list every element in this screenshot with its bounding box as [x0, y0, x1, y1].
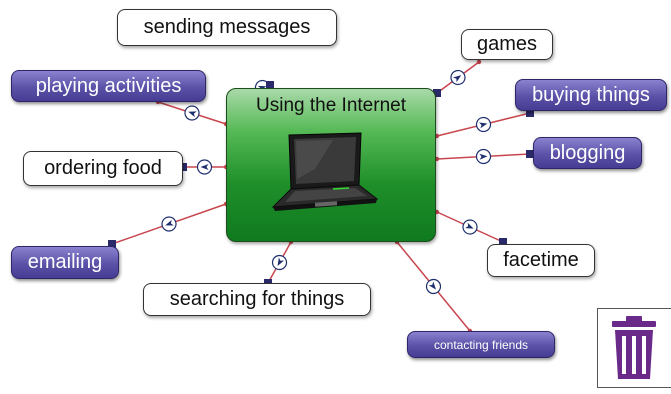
arrow-circle-icon[interactable]: [475, 116, 492, 133]
arrow-circle-icon[interactable]: [475, 148, 492, 165]
node-games[interactable]: games: [461, 29, 553, 60]
trash-button[interactable]: [597, 308, 671, 388]
arrow-circle-icon[interactable]: [270, 253, 289, 272]
link-endpoint: [476, 59, 482, 65]
arrow-circle-icon[interactable]: [183, 104, 201, 122]
link-handle[interactable]: [108, 240, 116, 248]
node-playing-activities[interactable]: playing activities: [11, 70, 206, 102]
link-handle[interactable]: [266, 81, 274, 89]
arrow-circle-icon[interactable]: [196, 159, 213, 175]
node-contacting-friends[interactable]: contacting friends: [407, 331, 555, 358]
arrow-circle-icon[interactable]: [461, 218, 480, 237]
link-handle[interactable]: [526, 109, 534, 117]
central-topic[interactable]: Using the Internet: [226, 88, 436, 242]
node-sending-messages[interactable]: sending messages: [117, 9, 337, 46]
arrow-circle-icon[interactable]: [160, 215, 178, 233]
laptop-icon: [271, 132, 379, 211]
link-handle[interactable]: [499, 238, 507, 246]
central-title: Using the Internet: [256, 95, 406, 116]
link-handle[interactable]: [179, 163, 187, 171]
link-layer: [108, 59, 534, 334]
node-blogging[interactable]: blogging: [533, 137, 642, 169]
arrow-circle-icon[interactable]: [424, 277, 444, 297]
node-facetime[interactable]: facetime: [487, 244, 595, 277]
trash-icon: [612, 316, 656, 379]
link-handle[interactable]: [433, 89, 441, 97]
arrow-circle-icon[interactable]: [448, 68, 468, 88]
link-handle[interactable]: [526, 150, 534, 158]
node-ordering-food[interactable]: ordering food: [23, 151, 183, 186]
connector-lines: [108, 59, 534, 334]
node-searching-for-things[interactable]: searching for things: [143, 283, 371, 316]
node-buying-things[interactable]: buying things: [515, 79, 667, 111]
node-emailing[interactable]: emailing: [11, 246, 119, 279]
